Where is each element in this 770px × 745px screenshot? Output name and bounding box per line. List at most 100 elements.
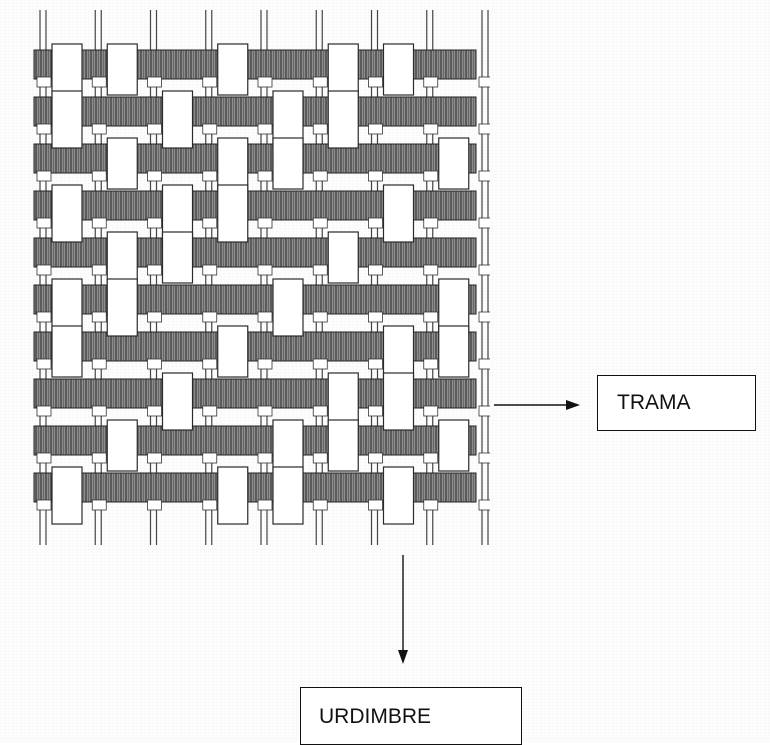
weave-gap	[368, 311, 383, 323]
warp-float-cell	[217, 137, 249, 190]
weave-gap	[312, 358, 328, 370]
weave-gap	[478, 264, 490, 276]
weave-gap	[257, 123, 273, 135]
warp-float-cell	[217, 325, 249, 378]
weave-gap	[36, 170, 52, 182]
warp-float-cell	[382, 43, 415, 96]
weave-gap	[312, 123, 328, 135]
weave-gap	[202, 264, 218, 276]
weave-gap	[312, 170, 328, 182]
weave-gap	[368, 264, 383, 276]
warp-floats	[36, 43, 490, 525]
weave-gap	[478, 217, 490, 229]
warp-float-cell	[272, 466, 304, 525]
urdimbre-label: URDIMBRE	[319, 705, 432, 728]
weave-gap	[257, 217, 273, 229]
warp-float-cell	[161, 372, 194, 431]
warp-float-cell	[272, 419, 304, 472]
weave-gap	[257, 405, 273, 417]
weave-gap	[478, 311, 490, 323]
weave-gap	[257, 76, 273, 88]
warp-float-cell	[438, 325, 470, 378]
weave-gap	[91, 358, 107, 370]
warp-float-cell	[272, 278, 304, 337]
weave-gap	[91, 170, 107, 182]
weave-gap	[36, 405, 52, 417]
weave-gap	[36, 123, 52, 135]
weave-gap	[202, 217, 218, 229]
warp-float-cell	[106, 137, 138, 190]
weave-gap	[36, 76, 52, 88]
weave-gap	[312, 405, 328, 417]
weave-gap	[147, 123, 162, 135]
weave-gap	[478, 499, 490, 511]
weave-gap	[147, 76, 162, 88]
weave-gap	[147, 170, 162, 182]
weave-gap	[423, 217, 439, 229]
weave-gap	[478, 76, 490, 88]
warp-float-cell	[327, 231, 359, 284]
warp-float-cell	[51, 43, 83, 96]
warp-float-cell	[382, 372, 415, 431]
weave-gap	[423, 311, 439, 323]
weave-gap	[368, 358, 383, 370]
weave-gap	[257, 499, 273, 511]
weave-gap	[478, 452, 490, 464]
weave-gap	[368, 217, 383, 229]
weave-gap	[202, 452, 218, 464]
warp-float-cell	[51, 184, 83, 243]
weave-gap	[202, 170, 218, 182]
warp-float-cell	[217, 184, 249, 243]
trama-label-box: TRAMA	[597, 375, 756, 431]
warp-float-cell	[51, 325, 83, 378]
weave-gap	[202, 405, 218, 417]
weave-gap	[368, 170, 383, 182]
weave-gap	[257, 264, 273, 276]
weave-gap	[147, 264, 162, 276]
weave-gap	[202, 76, 218, 88]
warp-float-cell	[51, 90, 83, 149]
weave-gap	[91, 405, 107, 417]
weave-gap	[368, 499, 383, 511]
weave-gap	[423, 123, 439, 135]
weave-gap	[257, 452, 273, 464]
warp-float-cell	[106, 231, 138, 284]
weave-gap	[423, 76, 439, 88]
weave-gap	[257, 358, 273, 370]
urdimbre-arrow	[398, 555, 408, 664]
weave-gap	[36, 452, 52, 464]
weave-gap	[423, 452, 439, 464]
weave-gap	[312, 452, 328, 464]
weave-gap	[368, 123, 383, 135]
warp-float-cell	[272, 137, 304, 190]
warp-float-cell	[327, 419, 359, 472]
warp-float-cell	[161, 90, 194, 149]
weave-gap	[478, 358, 490, 370]
weave-gap	[478, 405, 490, 417]
weave-gap	[91, 123, 107, 135]
weave-gap	[147, 452, 162, 464]
weave-gap	[478, 123, 490, 135]
weave-gap	[36, 217, 52, 229]
weave-gap	[91, 217, 107, 229]
warp-float-cell	[327, 43, 359, 96]
weave-gap	[36, 264, 52, 276]
warp-float-cell	[382, 466, 415, 525]
weave-gap	[91, 311, 107, 323]
woven-fabric-illustration	[33, 10, 490, 545]
weave-gap	[202, 499, 218, 511]
weave-gap	[312, 311, 328, 323]
warp-float-cell	[382, 325, 415, 378]
warp-float-cell	[106, 43, 138, 96]
weave-gap	[36, 499, 52, 511]
weave-gap	[202, 311, 218, 323]
trama-label: TRAMA	[617, 391, 691, 414]
weave-gap	[202, 123, 218, 135]
weave-gap	[368, 452, 383, 464]
weave-gap	[312, 217, 328, 229]
weave-gap	[423, 358, 439, 370]
warp-float-cell	[106, 419, 138, 472]
trama-arrow	[494, 400, 580, 410]
weave-gap	[36, 311, 52, 323]
